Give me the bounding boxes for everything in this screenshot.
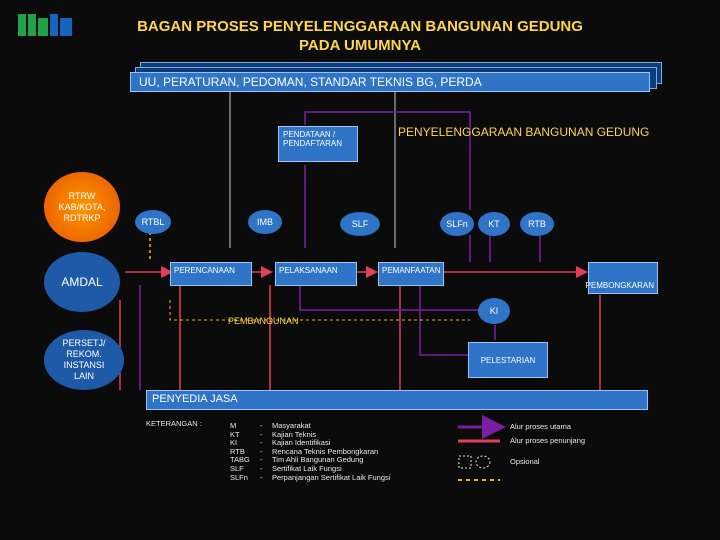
rtb-oval: RTB xyxy=(520,212,554,236)
legend-code: KT xyxy=(230,429,240,439)
legend-code: RTB xyxy=(230,446,245,456)
slf-label: SLF xyxy=(351,219,369,229)
legend-meaning: Masyarakat xyxy=(272,421,311,430)
pembongkaran-label: PEMBONGKARAN xyxy=(585,281,654,290)
pembangunan-label: PEMBANGUNAN xyxy=(228,316,299,326)
legend-code: TABG xyxy=(230,455,250,465)
pendataan-label: PENDATAAN / PENDAFTARAN xyxy=(283,130,342,148)
regulation-banner-text: UU, PERATURAN, PEDOMAN, STANDAR TEKNIS B… xyxy=(139,75,482,89)
persetujuan-circle: PERSETJ/ REKOM. INSTANSI LAIN xyxy=(44,330,124,390)
legend-dash: - xyxy=(260,429,263,439)
legend-dash: - xyxy=(260,446,263,456)
slf-oval: SLF xyxy=(340,212,380,236)
rtrw-circle: RTRW KAB/KOTA, RDTRKP xyxy=(44,172,120,242)
legend-meaning: Sertifikat Laik Fungsi xyxy=(272,463,342,473)
rtbl-label: RTBL xyxy=(141,217,165,227)
keterangan-meanings: Masyarakat Kajian Teknis Kajian Identifi… xyxy=(272,421,391,482)
pelaksanaan-label: PELAKSANAAN xyxy=(279,266,338,275)
keterangan-label: KETERANGAN : xyxy=(146,419,202,428)
logo xyxy=(18,14,73,36)
main-label: PENYELENGGARAAN BANGUNAN GEDUNG xyxy=(398,125,650,139)
keterangan-dashes: - - - - - - - xyxy=(260,421,263,482)
imb-label: IMB xyxy=(256,217,273,227)
pemanfaatan-label: PEMANFAATAN xyxy=(382,266,441,275)
legend-code: SLF xyxy=(230,463,244,473)
slfn-label: SLFn xyxy=(446,219,468,229)
pelestarian-label: PELESTARIAN xyxy=(480,355,536,365)
ki-label: KI xyxy=(489,306,499,316)
penyedia-jasa-label: PENYEDIA JASA xyxy=(152,393,238,405)
legend-meaning: Kajian Teknis xyxy=(272,429,317,439)
legend-opsional: Opsional xyxy=(510,457,540,466)
legend-dash: - xyxy=(260,455,263,465)
legend-meaning: Perpanjangan Sertifikat Laik Fungsi xyxy=(272,472,391,482)
pembongkaran-box: PEMBONGKARAN xyxy=(585,262,658,294)
title-line-2: PADA UMUMNYA xyxy=(299,37,421,54)
legend-code: SLFn xyxy=(230,472,248,482)
imb-oval: IMB xyxy=(248,210,282,234)
pendataan-box: PENDATAAN / PENDAFTARAN xyxy=(278,126,358,162)
kt-oval: KT xyxy=(478,212,510,236)
rtb-label: RTB xyxy=(528,219,546,229)
legend-dash: - xyxy=(260,421,263,430)
perencanaan-label: PERENCANAAN xyxy=(174,266,235,275)
slfn-oval: SLFn xyxy=(440,212,474,236)
pelestarian-box: PELESTARIAN xyxy=(468,342,548,378)
legend-dash: - xyxy=(260,472,263,482)
optional-symbols xyxy=(458,454,492,470)
penyedia-jasa-bar: PENYEDIA JASA xyxy=(146,390,648,410)
legend-dash: - xyxy=(260,463,263,473)
pemanfaatan-box: PEMANFAATAN xyxy=(378,262,444,286)
kt-label: KT xyxy=(488,219,500,229)
keterangan-codes: M KT KI RTB TABG SLF SLFn xyxy=(230,421,250,482)
legend-code: KI xyxy=(230,438,238,448)
optional-shape-icon xyxy=(458,455,491,469)
legend-penunjang: Alur proses penunjang xyxy=(510,436,586,445)
title-line-1: BAGAN PROSES PENYELENGGARAAN BANGUNAN GE… xyxy=(137,18,583,35)
rtrw-label: RTRW KAB/KOTA, RDTRKP xyxy=(58,190,106,223)
pelaksanaan-box: PELAKSANAAN xyxy=(275,262,357,286)
ki-oval: KI xyxy=(478,298,510,324)
persetujuan-label: PERSETJ/ REKOM. INSTANSI LAIN xyxy=(62,338,106,381)
perencanaan-box: PERENCANAAN xyxy=(170,262,252,286)
page-title: BAGAN PROSES PENYELENGGARAAN BANGUNAN GE… xyxy=(0,18,720,54)
regulation-banner: UU, PERATURAN, PEDOMAN, STANDAR TEKNIS B… xyxy=(130,72,650,92)
legend-meaning: Kajian Identifikasi xyxy=(272,438,331,448)
amdal-circle: AMDAL xyxy=(44,252,120,312)
legend-meaning: Rencana Teknis Pembongkaran xyxy=(272,446,379,456)
building-logo-icon xyxy=(18,14,72,36)
rtbl-oval: RTBL xyxy=(135,210,171,234)
amdal-label: AMDAL xyxy=(61,275,103,289)
legend-code: M xyxy=(230,421,237,430)
legend-utama: Alur proses utama xyxy=(510,422,571,431)
legend-dash: - xyxy=(260,438,263,448)
legend-meaning: Tim Ahli Bangunan Gedung xyxy=(272,455,364,465)
